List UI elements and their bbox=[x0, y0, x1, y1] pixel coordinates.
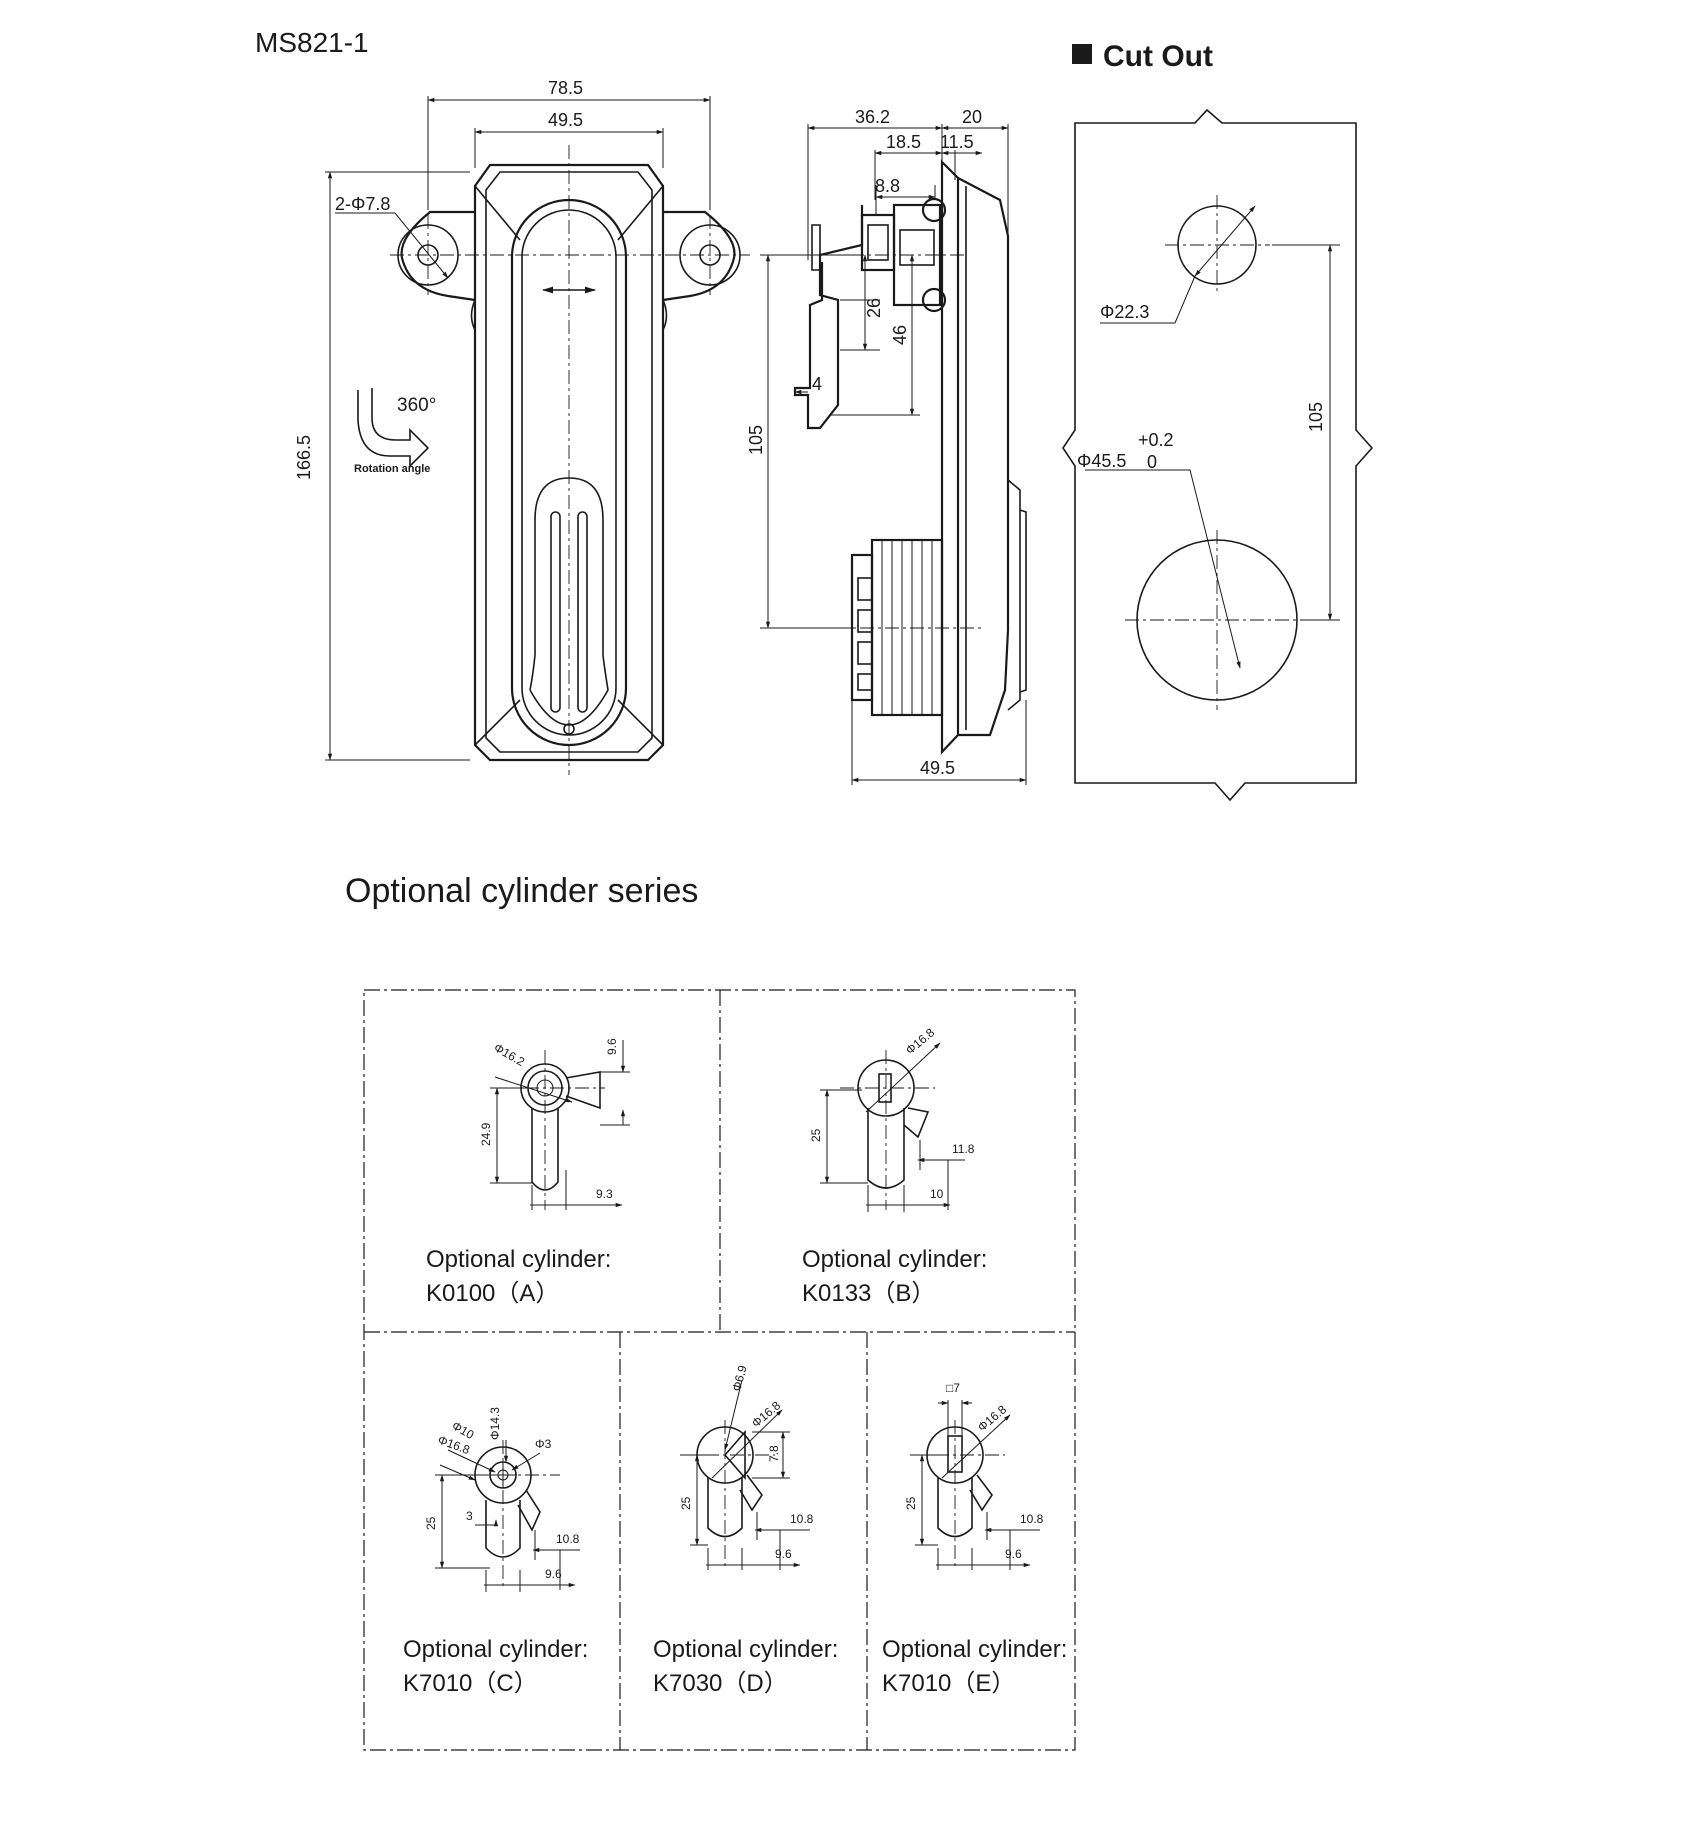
dim-tol-plus: +0.2 bbox=[1138, 430, 1174, 450]
dim-8-8: 8.8 bbox=[875, 176, 900, 196]
dim-49-5-side: 49.5 bbox=[920, 758, 955, 778]
cyl-d-caption-line2: K7030（D） bbox=[653, 1670, 788, 1697]
cyl-d-dim-4: 25 bbox=[679, 1496, 693, 1510]
side-view bbox=[760, 159, 1027, 755]
dim-105-cutout: 105 bbox=[1306, 402, 1326, 432]
dim-20: 20 bbox=[962, 107, 982, 127]
cylinder-b-drawing: Φ16.8 25 11.8 10 bbox=[809, 1025, 975, 1212]
cyl-b-dim-4: 10 bbox=[930, 1187, 944, 1201]
cyl-c-dim-5: 25 bbox=[424, 1516, 438, 1530]
cylinder-a-drawing: Φ16.2 9.6 24.9 9.3 bbox=[479, 1038, 630, 1210]
cyl-b-caption-line2: K0133（B） bbox=[802, 1280, 935, 1307]
cyl-a-dim-2: 9.6 bbox=[605, 1038, 619, 1055]
dim-11-5: 11.5 bbox=[940, 132, 974, 152]
cyl-d-dim-1: Φ6.9 bbox=[729, 1363, 749, 1392]
cyl-e-dim-2: Φ16.8 bbox=[975, 1402, 1009, 1434]
cyl-a-caption-line2: K0100（A） bbox=[426, 1280, 559, 1307]
cyl-a-dim-4: 9.3 bbox=[596, 1187, 613, 1201]
dim-large-dia: Φ45.5 bbox=[1077, 451, 1126, 471]
cyl-c-dim-6: 3 bbox=[466, 1509, 473, 1523]
model-title: MS821-1 bbox=[255, 27, 369, 58]
cylinder-d-drawing: Φ6.9 Φ16.8 7.8 25 10.8 9.6 bbox=[679, 1363, 814, 1570]
rotation-angle-label: Rotation angle bbox=[354, 463, 430, 475]
cylinder-c-drawing: Φ10 Φ14.3 Φ16.8 Φ3 25 3 10.8 9.6 bbox=[424, 1407, 580, 1592]
cyl-e-caption-line2: K7010（E） bbox=[882, 1670, 1015, 1697]
cyl-e-dim-4: 10.8 bbox=[1020, 1512, 1044, 1526]
cutout-title: Cut Out bbox=[1103, 40, 1213, 73]
cylinder-grid bbox=[363, 989, 1076, 1751]
dim-small-dia: Φ22.3 bbox=[1100, 302, 1149, 322]
cyl-b-dim-1: Φ16.8 bbox=[903, 1025, 937, 1057]
dim-105-side: 105 bbox=[746, 425, 766, 455]
cylinder-e-drawing: □7 Φ16.8 25 10.8 9.6 bbox=[904, 1381, 1044, 1570]
cyl-e-dim-1: □7 bbox=[946, 1381, 960, 1395]
dim-166-5: 166.5 bbox=[294, 435, 314, 480]
dim-78-5: 78.5 bbox=[548, 78, 583, 98]
front-view bbox=[390, 145, 750, 775]
cyl-b-caption-line1: Optional cylinder: bbox=[802, 1246, 987, 1273]
side-view-dimensions: 36.2 20 18.5 11.5 8.8 26 46 4 105 49.5 bbox=[746, 107, 1027, 785]
dim-4: 4 bbox=[812, 374, 822, 394]
dim-holes: 2-Φ7.8 bbox=[335, 194, 390, 214]
cyl-b-dim-2: 25 bbox=[809, 1128, 823, 1142]
dim-18-5: 18.5 bbox=[886, 132, 921, 152]
cyl-c-dim-4: Φ3 bbox=[535, 1437, 552, 1451]
cutout-square-icon bbox=[1072, 44, 1092, 64]
cyl-d-dim-3: 7.8 bbox=[767, 1445, 781, 1462]
cutout-view: Φ22.3 Φ45.5 +0.2 0 105 bbox=[1062, 108, 1374, 802]
dim-49-5-front: 49.5 bbox=[548, 110, 583, 130]
cyl-d-caption-line1: Optional cylinder: bbox=[653, 1636, 838, 1663]
cyl-c-dim-7: 10.8 bbox=[556, 1532, 580, 1546]
cyl-e-dim-5: 9.6 bbox=[1005, 1547, 1022, 1561]
cyl-b-dim-3: 11.8 bbox=[952, 1142, 975, 1156]
cyl-c-dim-8: 9.6 bbox=[545, 1567, 562, 1581]
rotation-angle-icon: 360° Rotation angle bbox=[354, 388, 436, 475]
cyl-a-dim-3: 24.9 bbox=[479, 1122, 493, 1146]
dim-26: 26 bbox=[864, 298, 884, 318]
cyl-c-caption-line2: K7010（C） bbox=[403, 1670, 538, 1697]
cyl-e-dim-3: 25 bbox=[904, 1496, 918, 1510]
cyl-d-dim-6: 9.6 bbox=[775, 1547, 792, 1561]
cyl-e-caption-line1: Optional cylinder: bbox=[882, 1636, 1067, 1663]
dim-36-2: 36.2 bbox=[855, 107, 890, 127]
dim-tol-zero: 0 bbox=[1147, 452, 1157, 472]
cyl-a-dim-1: Φ16.2 bbox=[492, 1040, 528, 1069]
cyl-d-dim-5: 10.8 bbox=[790, 1512, 814, 1526]
rotation-angle-value: 360° bbox=[397, 395, 436, 416]
cyl-c-caption-line1: Optional cylinder: bbox=[403, 1636, 588, 1663]
cyl-c-dim-2: Φ14.3 bbox=[488, 1407, 502, 1440]
front-view-dimensions: 78.5 49.5 2-Φ7.8 166.5 bbox=[294, 78, 711, 761]
cyl-a-caption-line1: Optional cylinder: bbox=[426, 1246, 611, 1273]
dim-46: 46 bbox=[890, 325, 910, 345]
section-title: Optional cylinder series bbox=[345, 872, 698, 910]
